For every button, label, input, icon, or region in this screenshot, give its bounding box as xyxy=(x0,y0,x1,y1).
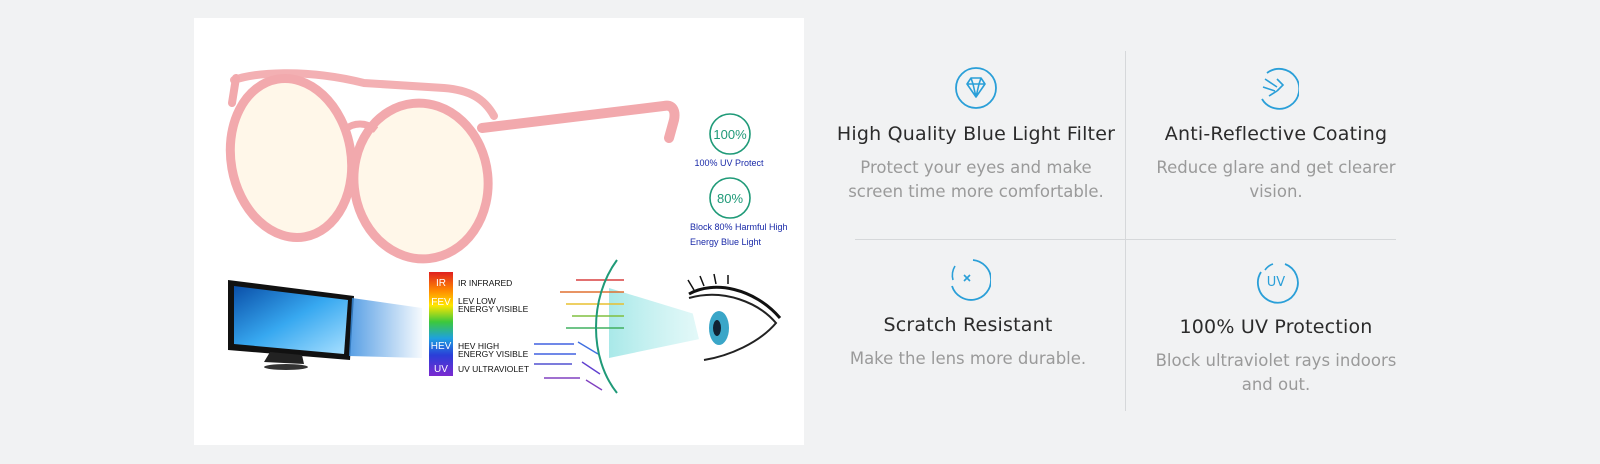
spectrum-code-hev: HEV xyxy=(431,341,452,352)
features-grid: High Quality Blue Light Filter Protect y… xyxy=(826,30,1430,430)
feature-description: Reduce glare and get clearer vision. xyxy=(1156,158,1396,201)
product-image: 100% 100% UV Protect 80% Block 80% Harmf… xyxy=(194,18,804,445)
spectrum-label-ir: IR INFRARED xyxy=(458,278,512,288)
uv-caption: 100% UV Protect xyxy=(694,158,764,168)
feature-scratch-resistant: Scratch Resistant Make the lens more dur… xyxy=(823,256,1113,371)
spectrum-label-hev: HEV HIGH xyxy=(458,341,499,351)
anti-reflective-icon xyxy=(1261,68,1299,110)
horizontal-divider xyxy=(855,239,1396,240)
feature-description: Protect your eyes and make screen time m… xyxy=(848,158,1104,201)
spectrum-code-ir: IR xyxy=(436,278,446,289)
light-ray-illustration xyxy=(534,259,714,394)
feature-anti-reflective: Anti-Reflective Coating Reduce glare and… xyxy=(1131,65,1421,204)
block-caption-line2: Energy Blue Light xyxy=(690,237,762,247)
uv-badge-circle xyxy=(709,113,751,155)
monitor-illustration xyxy=(228,280,422,370)
vertical-divider xyxy=(1125,51,1126,411)
spectrum-code-uv: UV xyxy=(434,364,448,375)
block-badge-circle xyxy=(709,177,751,219)
feature-title: High Quality Blue Light Filter xyxy=(836,123,1116,145)
feature-title: 100% UV Protection xyxy=(1179,316,1373,338)
feature-description: Block ultraviolet rays indoors and out. xyxy=(1155,351,1397,394)
spectrum-label-hev-2: ENERGY VISIBLE xyxy=(458,349,529,359)
uv-icon: UV xyxy=(1257,263,1299,304)
diamond-icon xyxy=(955,67,997,109)
eye-illustration xyxy=(687,273,782,361)
feature-uv-protection: UV 100% UV Protection Block ultraviolet … xyxy=(1131,258,1421,397)
feature-blue-light-filter: High Quality Blue Light Filter Protect y… xyxy=(831,65,1121,204)
uv-badge: 100% xyxy=(713,127,747,142)
block-caption-line1: Block 80% Harmful High xyxy=(690,222,788,232)
glasses-illustration xyxy=(225,69,680,264)
block-badge: 80% xyxy=(717,191,743,206)
spectrum-label-fev: LEV LOW xyxy=(458,296,496,306)
feature-title: Anti-Reflective Coating xyxy=(1164,123,1388,145)
spectrum-bar xyxy=(429,272,453,376)
spectrum-label-fev-2: ENERGY VISIBLE xyxy=(458,304,529,314)
feature-title: Scratch Resistant xyxy=(883,314,1053,336)
scratch-icon xyxy=(951,259,991,301)
spectrum-code-fev: FEV xyxy=(431,297,451,308)
feature-description: Make the lens more durable. xyxy=(849,349,1087,368)
svg-text:UV: UV xyxy=(1267,275,1286,290)
spectrum-label-uv: UV ULTRAVIOLET xyxy=(458,364,529,374)
